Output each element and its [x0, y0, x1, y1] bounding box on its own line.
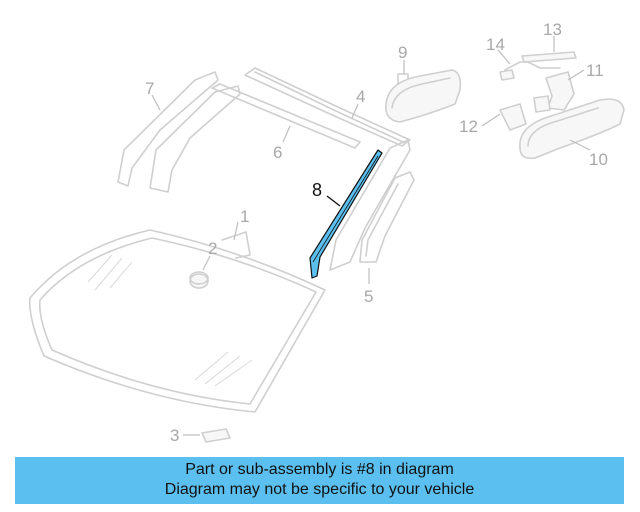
callout-13: 13: [543, 20, 562, 39]
callout-11: 11: [586, 61, 604, 80]
callout-7: 7: [145, 79, 154, 98]
mirror-mount: [545, 71, 575, 111]
part-info-banner: Part or sub-assembly is #8 in diagram Di…: [15, 457, 624, 504]
mirror-cover-and-harness: [499, 51, 577, 81]
windshield-glass: [28, 229, 326, 413]
callout-3: 3: [170, 426, 179, 445]
callout-10: 10: [589, 150, 608, 169]
sensor-housing: [499, 95, 551, 131]
highlighted-part-8: [309, 149, 383, 279]
callout-5: 5: [364, 287, 373, 306]
rearview-mirror-10: [519, 98, 625, 160]
rearview-mirror-9: [384, 69, 462, 123]
banner-line-1: Part or sub-assembly is #8 in diagram: [185, 461, 454, 478]
mirror-base-button: [189, 271, 209, 289]
banner-line-2: Diagram may not be specific to your vehi…: [164, 481, 475, 498]
callout-1: 1: [240, 207, 249, 226]
callout-14: 14: [486, 35, 505, 54]
callout-8: 8: [312, 180, 322, 200]
callout-2: 2: [208, 239, 217, 258]
part-8-molding: [309, 149, 383, 279]
callout-4: 4: [356, 87, 365, 106]
parts-diagram: 1 2 3 4 5 6 7 8 9 10 11 12 13 14: [28, 20, 625, 445]
callout-9: 9: [398, 43, 407, 62]
callout-6: 6: [273, 143, 282, 162]
right-pillar-molding: [329, 139, 415, 271]
roof-header-molding: [211, 67, 411, 149]
adhesive-pad: [201, 428, 231, 443]
left-pillar-molding: [117, 71, 241, 193]
callout-12: 12: [459, 117, 478, 136]
